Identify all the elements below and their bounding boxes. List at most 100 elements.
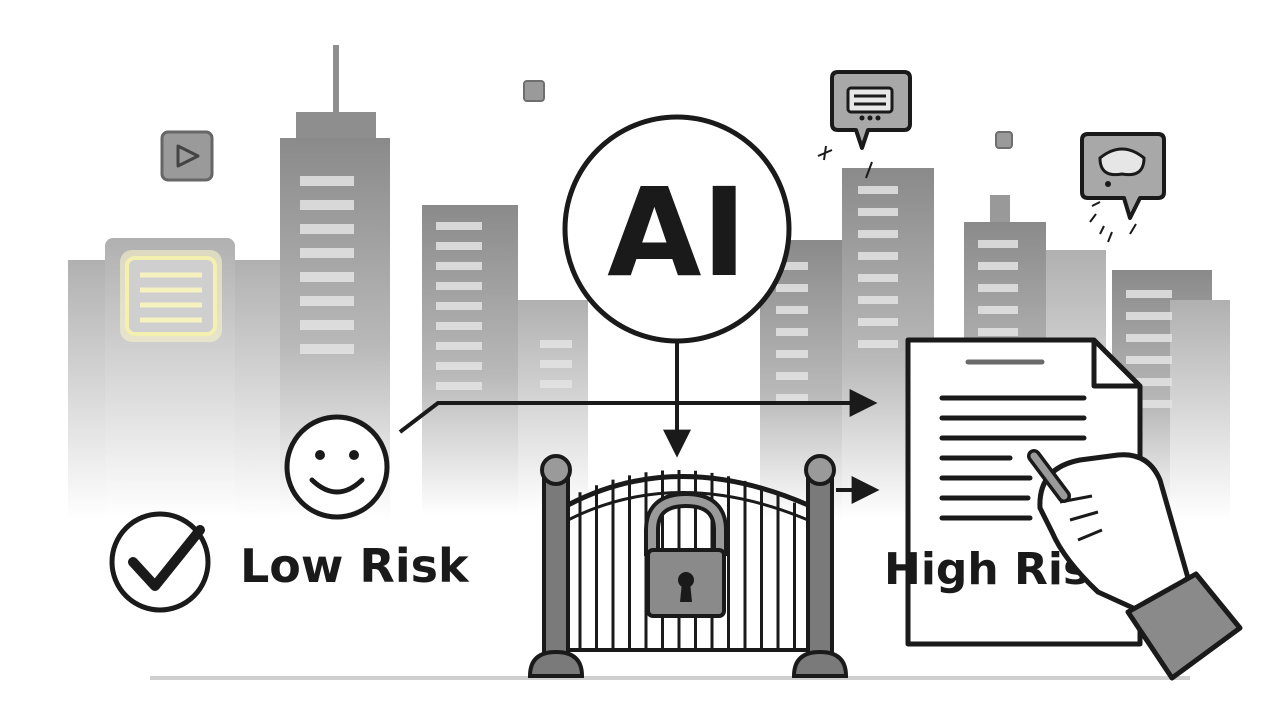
padlock-icon xyxy=(644,491,728,618)
building-window xyxy=(1126,312,1144,320)
building-window xyxy=(436,222,454,230)
building-window xyxy=(316,344,338,354)
building-window xyxy=(436,362,454,370)
building-window xyxy=(540,360,560,368)
building-window xyxy=(300,272,322,282)
document-text-lines xyxy=(939,359,1087,521)
building-window xyxy=(978,306,994,314)
building-window xyxy=(450,242,468,250)
building-window xyxy=(1154,356,1172,364)
building-window xyxy=(776,372,794,380)
building-window xyxy=(776,306,794,314)
building-window xyxy=(450,362,468,370)
building-window xyxy=(332,320,354,330)
building-window xyxy=(552,360,572,368)
building-window xyxy=(790,284,808,292)
building-window xyxy=(1126,334,1144,342)
building-window xyxy=(300,200,322,210)
building-window xyxy=(436,282,454,290)
building-window xyxy=(316,224,338,234)
building-window xyxy=(300,320,322,330)
building-window xyxy=(450,282,468,290)
ai-badge: AI xyxy=(562,114,792,344)
building-window xyxy=(776,350,794,358)
building-window xyxy=(316,320,338,330)
building-window xyxy=(464,342,482,350)
building-window xyxy=(450,322,468,330)
building-window xyxy=(790,350,808,358)
building-window xyxy=(1140,356,1158,364)
building-window xyxy=(540,380,560,388)
building-window xyxy=(450,342,468,350)
building-window xyxy=(436,322,454,330)
building-window xyxy=(870,340,886,348)
building-window xyxy=(316,200,338,210)
building-window xyxy=(436,242,454,250)
building-window xyxy=(332,248,354,258)
speech-bubble-mask-icon xyxy=(1080,132,1166,243)
building-window xyxy=(1002,262,1018,270)
building-window xyxy=(450,382,468,390)
building-window xyxy=(1140,334,1158,342)
checkmark-circle-icon xyxy=(109,511,211,613)
building-window xyxy=(1140,400,1158,408)
building-window xyxy=(858,340,874,348)
building-window xyxy=(870,252,886,260)
building-window xyxy=(990,262,1006,270)
building-window xyxy=(776,284,794,292)
glowing-list-icon xyxy=(120,250,222,342)
building-window xyxy=(790,372,808,380)
building-window xyxy=(858,186,874,194)
building-window xyxy=(450,222,468,230)
building-window xyxy=(464,262,482,270)
building-window xyxy=(1154,400,1172,408)
building-window xyxy=(1126,290,1144,298)
building-window xyxy=(978,262,994,270)
building-window xyxy=(978,240,994,248)
building-window xyxy=(882,318,898,326)
building-window xyxy=(552,340,572,348)
building-window xyxy=(870,186,886,194)
building-window xyxy=(978,328,994,336)
building-window xyxy=(790,306,808,314)
building-windows xyxy=(300,176,1172,408)
building-window xyxy=(1002,284,1018,292)
floating-square xyxy=(523,80,545,102)
building-window xyxy=(858,230,874,238)
building-window xyxy=(540,340,560,348)
building-window xyxy=(300,344,322,354)
building-window xyxy=(858,296,874,304)
building-window xyxy=(464,222,482,230)
building-window xyxy=(870,230,886,238)
building-window xyxy=(1154,312,1172,320)
building-window xyxy=(882,230,898,238)
building-window xyxy=(882,274,898,282)
building-window xyxy=(316,272,338,282)
building-window xyxy=(1002,306,1018,314)
building-window xyxy=(316,248,338,258)
building-window xyxy=(332,296,354,306)
building-window xyxy=(300,296,322,306)
building-window xyxy=(1154,290,1172,298)
building-window xyxy=(436,342,454,350)
building-window xyxy=(464,382,482,390)
building-window xyxy=(1140,312,1158,320)
building-window xyxy=(464,242,482,250)
building-window xyxy=(790,394,808,402)
building-window xyxy=(464,282,482,290)
building-window xyxy=(858,208,874,216)
building-window xyxy=(858,318,874,326)
building-window xyxy=(990,240,1006,248)
building-window xyxy=(776,394,794,402)
building-window xyxy=(436,302,454,310)
arrow-to-high-risk xyxy=(398,389,878,434)
building-window xyxy=(464,322,482,330)
building-window xyxy=(552,380,572,388)
building-window xyxy=(790,262,808,270)
building-window xyxy=(300,176,322,186)
building-window xyxy=(882,186,898,194)
building-window xyxy=(332,176,354,186)
building-window xyxy=(300,248,322,258)
building-window xyxy=(316,296,338,306)
